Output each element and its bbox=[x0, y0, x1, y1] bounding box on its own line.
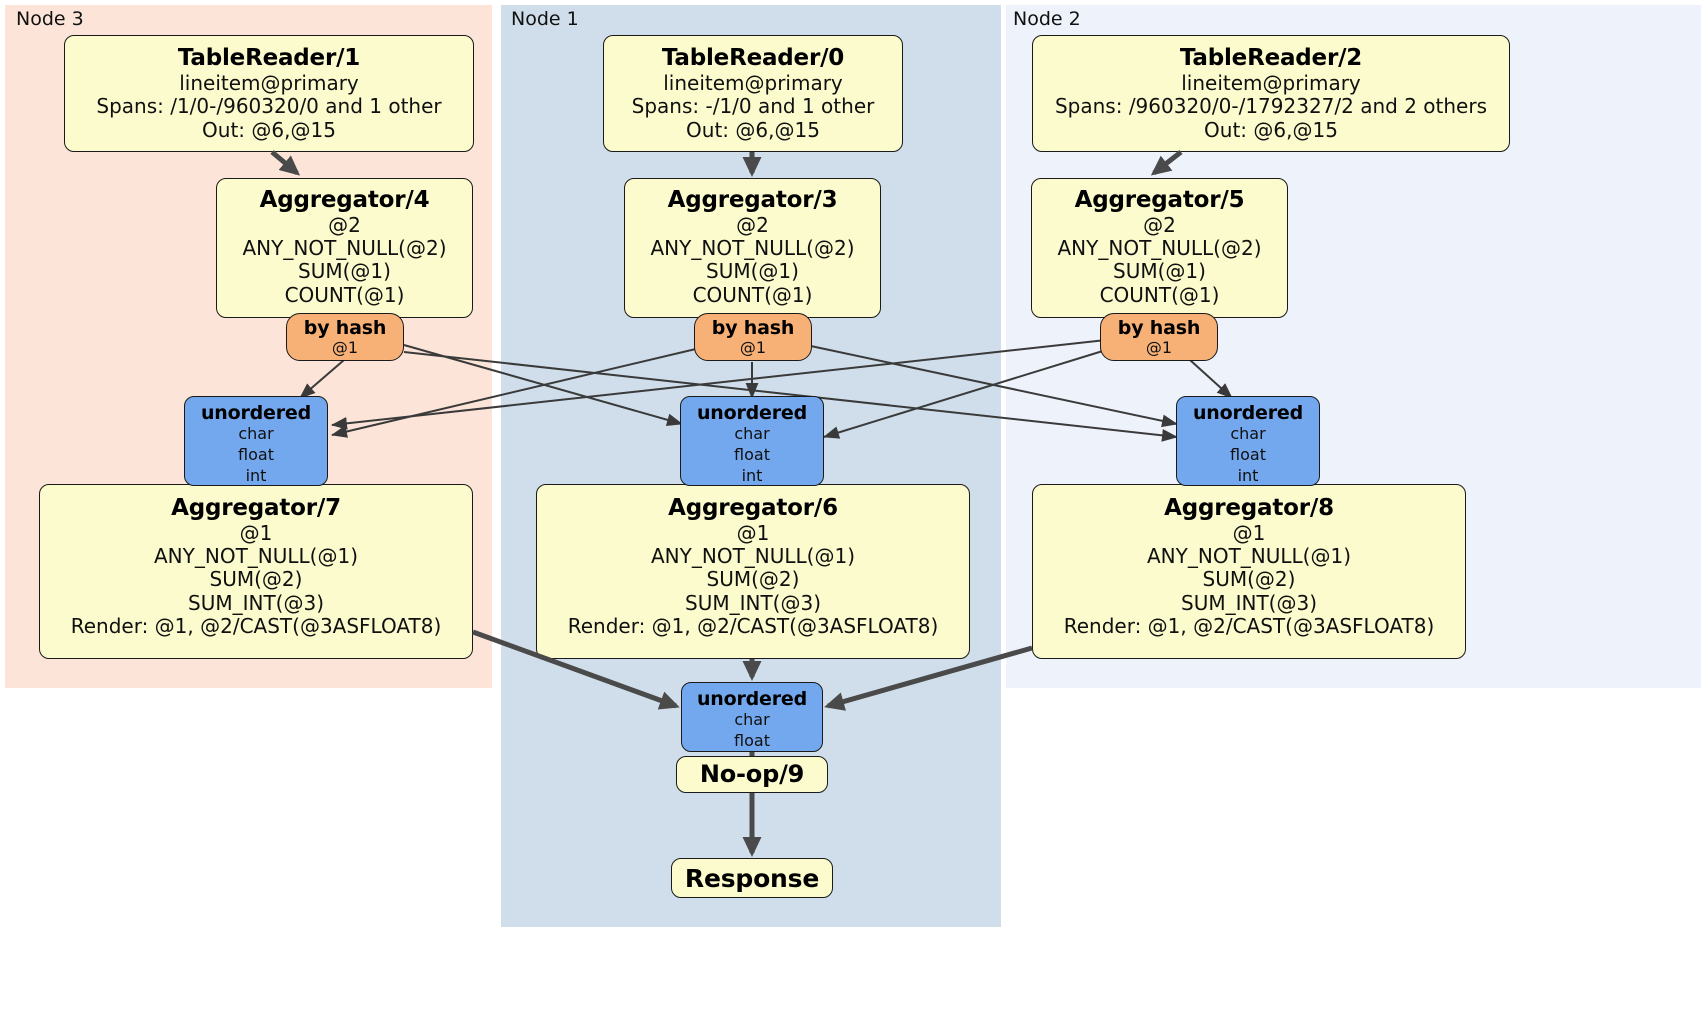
processor-detail-groupcols: @1 bbox=[239, 520, 273, 545]
processor-response[interactable]: Response bbox=[671, 858, 833, 898]
processor-title: TableReader/0 bbox=[661, 45, 845, 72]
router-title: by hash bbox=[303, 316, 387, 339]
processor-detail-agg1: ANY_NOT_NULL(@1) bbox=[651, 544, 855, 569]
router-title: by hash bbox=[1117, 316, 1201, 339]
router-by-hash-node1[interactable]: by hash @1 bbox=[694, 313, 812, 361]
receiver-unordered-node1[interactable]: unordered char float int bbox=[680, 396, 824, 486]
processor-aggregator-4[interactable]: Aggregator/4 @2 ANY_NOT_NULL(@2) SUM(@1)… bbox=[216, 178, 473, 318]
processor-detail-out: Out: @6,@15 bbox=[202, 117, 336, 142]
processor-detail-agg2: SUM(@1) bbox=[1113, 259, 1206, 284]
processor-tablereader-2[interactable]: TableReader/2 lineitem@primary Spans: /9… bbox=[1032, 35, 1510, 152]
receiver-title: unordered bbox=[1192, 402, 1304, 424]
processor-detail-agg3: SUM_INT(@3) bbox=[188, 590, 324, 615]
processor-detail-spans: Spans: -/1/0 and 1 other bbox=[631, 94, 875, 119]
receiver-type-float: float bbox=[238, 444, 274, 464]
processor-detail-agg3: COUNT(@1) bbox=[284, 282, 405, 307]
processor-title: No-op/9 bbox=[699, 759, 805, 788]
receiver-title: unordered bbox=[200, 402, 312, 424]
processor-detail-groupcols: @1 bbox=[1232, 520, 1266, 545]
processor-aggregator-3[interactable]: Aggregator/3 @2 ANY_NOT_NULL(@2) SUM(@1)… bbox=[624, 178, 881, 318]
processor-detail-agg1: ANY_NOT_NULL(@2) bbox=[242, 236, 447, 261]
receiver-type-char: char bbox=[734, 424, 770, 444]
processor-title: TableReader/2 bbox=[1179, 45, 1363, 72]
router-by-hash-node3[interactable]: by hash @1 bbox=[286, 313, 404, 361]
partition-label-node1: Node 1 bbox=[511, 8, 579, 30]
receiver-unordered-node3[interactable]: unordered char float int bbox=[184, 396, 328, 486]
receiver-type-int: int bbox=[1237, 465, 1259, 485]
processor-detail-render: Render: @1, @2/CAST(@3ASFLOAT8) bbox=[70, 614, 442, 639]
receiver-type-float: float bbox=[734, 444, 770, 464]
processor-aggregator-7[interactable]: Aggregator/7 @1 ANY_NOT_NULL(@1) SUM(@2)… bbox=[39, 484, 473, 659]
receiver-type-char: char bbox=[1230, 424, 1266, 444]
processor-detail-table: lineitem@primary bbox=[1181, 70, 1361, 95]
processor-title: Aggregator/6 bbox=[668, 495, 838, 521]
receiver-unordered-final[interactable]: unordered char float bbox=[681, 682, 823, 752]
processor-aggregator-5[interactable]: Aggregator/5 @2 ANY_NOT_NULL(@2) SUM(@1)… bbox=[1031, 178, 1288, 318]
router-title: by hash bbox=[711, 316, 795, 339]
processor-title: Aggregator/3 bbox=[667, 187, 838, 213]
processor-detail-spans: Spans: /1/0-/960320/0 and 1 other bbox=[96, 94, 442, 119]
processor-detail-groupcols: @2 bbox=[1143, 212, 1176, 237]
processor-title: Aggregator/5 bbox=[1074, 187, 1245, 213]
partition-label-node2: Node 2 bbox=[1013, 8, 1081, 30]
processor-detail-table: lineitem@primary bbox=[663, 70, 843, 95]
processor-detail-agg3: COUNT(@1) bbox=[692, 282, 813, 307]
processor-detail-agg2: SUM(@1) bbox=[706, 259, 799, 284]
processor-detail-groupcols: @2 bbox=[736, 212, 769, 237]
processor-detail-agg3: SUM_INT(@3) bbox=[685, 590, 821, 615]
receiver-type-char: char bbox=[238, 424, 274, 444]
processor-detail-spans: Spans: /960320/0-/1792327/2 and 2 others bbox=[1054, 94, 1487, 119]
processor-detail-groupcols: @1 bbox=[736, 520, 770, 545]
processor-detail-agg3: COUNT(@1) bbox=[1099, 282, 1220, 307]
receiver-type-int: int bbox=[741, 465, 763, 485]
receiver-title: unordered bbox=[696, 402, 808, 424]
processor-detail-agg2: SUM(@2) bbox=[706, 567, 800, 592]
router-hash-column: @1 bbox=[739, 337, 767, 357]
processor-detail-render: Render: @1, @2/CAST(@3ASFLOAT8) bbox=[567, 614, 939, 639]
processor-no-op-9[interactable]: No-op/9 bbox=[676, 756, 828, 793]
processor-aggregator-8[interactable]: Aggregator/8 @1 ANY_NOT_NULL(@1) SUM(@2)… bbox=[1032, 484, 1466, 659]
processor-detail-out: Out: @6,@15 bbox=[686, 117, 820, 142]
processor-detail-render: Render: @1, @2/CAST(@3ASFLOAT8) bbox=[1063, 614, 1435, 639]
processor-detail-out: Out: @6,@15 bbox=[1204, 117, 1338, 142]
receiver-title: unordered bbox=[696, 688, 808, 710]
receiver-type-int: int bbox=[245, 465, 267, 485]
processor-detail-agg1: ANY_NOT_NULL(@2) bbox=[650, 236, 855, 261]
processor-detail-agg3: SUM_INT(@3) bbox=[1181, 590, 1317, 615]
processor-title: Aggregator/8 bbox=[1164, 495, 1334, 521]
receiver-type-float: float bbox=[1230, 444, 1266, 464]
receiver-unordered-node2[interactable]: unordered char float int bbox=[1176, 396, 1320, 486]
processor-title: Aggregator/7 bbox=[171, 495, 341, 521]
processor-detail-agg1: ANY_NOT_NULL(@1) bbox=[154, 544, 358, 569]
processor-detail-agg2: SUM(@1) bbox=[298, 259, 391, 284]
receiver-type-char: char bbox=[734, 710, 770, 730]
receiver-type-float: float bbox=[734, 730, 770, 750]
partition-label-node3: Node 3 bbox=[16, 8, 84, 30]
processor-title: Aggregator/4 bbox=[259, 187, 430, 213]
processor-tablereader-0[interactable]: TableReader/0 lineitem@primary Spans: -/… bbox=[603, 35, 903, 152]
processor-detail-table: lineitem@primary bbox=[179, 70, 359, 95]
router-hash-column: @1 bbox=[1145, 337, 1173, 357]
processor-detail-agg2: SUM(@2) bbox=[209, 567, 303, 592]
router-by-hash-node2[interactable]: by hash @1 bbox=[1100, 313, 1218, 361]
processor-detail-agg1: ANY_NOT_NULL(@2) bbox=[1057, 236, 1262, 261]
processor-detail-agg1: ANY_NOT_NULL(@1) bbox=[1147, 544, 1351, 569]
router-hash-column: @1 bbox=[331, 337, 359, 357]
processor-detail-groupcols: @2 bbox=[328, 212, 361, 237]
processor-title: TableReader/1 bbox=[177, 45, 361, 72]
processor-aggregator-6[interactable]: Aggregator/6 @1 ANY_NOT_NULL(@1) SUM(@2)… bbox=[536, 484, 970, 659]
processor-title: Response bbox=[684, 863, 820, 893]
processor-detail-agg2: SUM(@2) bbox=[1202, 567, 1296, 592]
processor-tablereader-1[interactable]: TableReader/1 lineitem@primary Spans: /1… bbox=[64, 35, 474, 152]
